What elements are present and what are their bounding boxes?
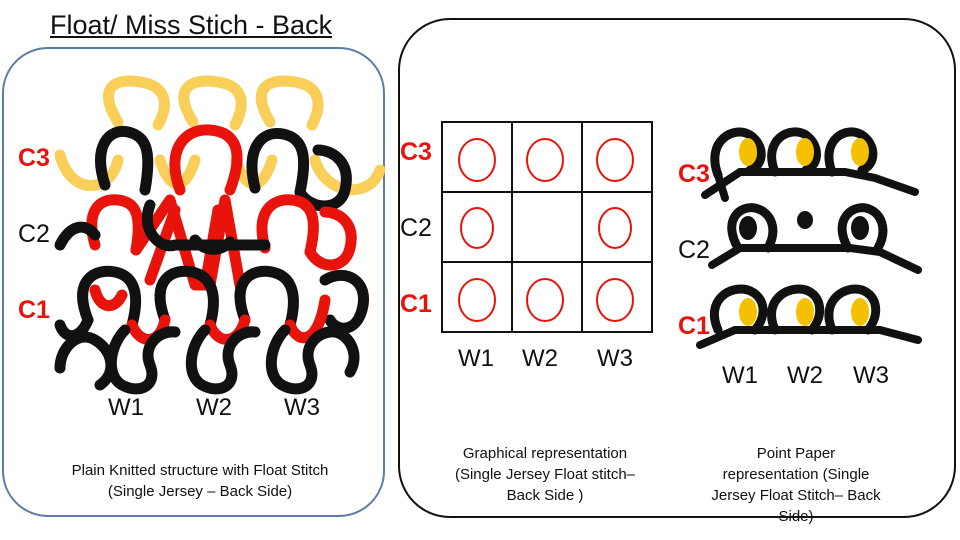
right-caption-line4: Side)	[778, 508, 814, 525]
knit-structure-diagram	[54, 75, 386, 395]
grid-loop-r2c3	[598, 207, 632, 249]
left-caption: Plain Knitted structure with Float Stitc…	[40, 460, 360, 502]
middle-caption-line3: Back Side )	[506, 487, 584, 504]
right-course-label-c3: C3	[678, 160, 710, 188]
page-title: Float/ Miss Stich - Back	[50, 10, 333, 40]
course2-black-float	[54, 199, 271, 255]
grid-loop-r1c2	[526, 138, 564, 182]
middle-wale-label-w2: W2	[522, 345, 558, 372]
grid-loop-r2c1	[460, 207, 494, 249]
middle-wale-label-w3: W3	[597, 345, 633, 372]
right-caption: Point Paper representation (Single Jerse…	[702, 443, 890, 527]
middle-course-label-c3: C3	[400, 138, 432, 166]
left-wale-label-w1: W1	[108, 394, 144, 421]
middle-course-label-c2: C2	[400, 214, 432, 242]
left-wale-label-w3: W3	[284, 394, 320, 421]
point-row-c2	[708, 203, 922, 274]
middle-wale-label-w1: W1	[458, 345, 494, 372]
left-wale-label-w2: W2	[196, 394, 232, 421]
grid-loop-r3c3	[596, 278, 634, 322]
grid-loop-r1c3	[596, 138, 634, 182]
right-course-label-c2: C2	[678, 236, 710, 264]
grid-loop-r3c2	[526, 278, 564, 322]
middle-caption: Graphical representation (Single Jersey …	[440, 443, 650, 506]
right-caption-line1: Point Paper	[756, 445, 836, 462]
middle-caption-line2: (Single Jersey Float stitch–	[454, 466, 636, 483]
bottom-black-loops	[54, 324, 360, 395]
course1-black-loops	[54, 265, 369, 342]
left-panel	[2, 47, 385, 517]
point-row-c1	[696, 284, 922, 349]
course3-black-loops	[95, 125, 352, 212]
point-row-c3	[701, 127, 919, 202]
left-course-label-c2: C2	[18, 220, 50, 248]
course3-red-loop	[169, 124, 243, 196]
point-paper-diagram	[696, 127, 922, 349]
left-caption-line1: Plain Knitted structure with Float Stitc…	[71, 462, 329, 479]
left-course-label-c1: C1	[18, 296, 50, 324]
left-course-label-c3: C3	[18, 144, 50, 172]
middle-course-label-c1: C1	[400, 290, 432, 318]
left-caption-line2: (Single Jersey – Back Side)	[107, 483, 293, 500]
right-wale-label-w1: W1	[722, 362, 758, 389]
right-caption-line2: representation (Single	[722, 466, 870, 483]
middle-caption-line1: Graphical representation	[462, 445, 628, 462]
right-wale-label-w2: W2	[787, 362, 823, 389]
right-panel	[398, 18, 956, 518]
right-caption-line3: Jersey Float Stitch– Back	[711, 487, 881, 504]
right-wale-label-w3: W3	[853, 362, 889, 389]
grid-loop-r3c1	[458, 278, 496, 322]
grid-loop-circles	[458, 138, 634, 322]
right-course-label-c1: C1	[678, 312, 710, 340]
graphical-grid	[441, 121, 653, 333]
grid-loop-r1c1	[458, 138, 496, 182]
